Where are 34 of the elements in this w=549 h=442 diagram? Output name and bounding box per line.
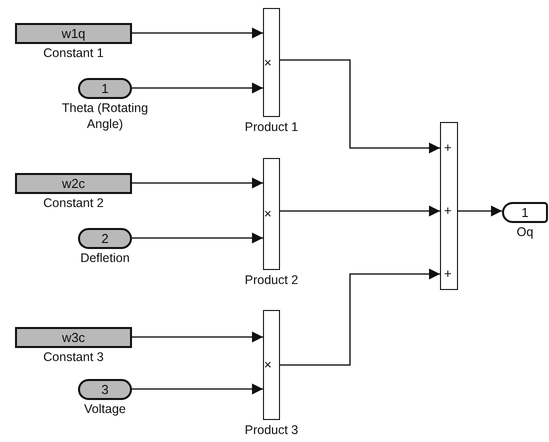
signal-arrow: [132, 332, 263, 342]
port-number: 1: [101, 81, 109, 96]
constant-value: w1q: [62, 26, 86, 41]
block-label: Defletion: [80, 250, 130, 267]
signal-arrow: [132, 28, 263, 38]
signal-arrow: [132, 82, 263, 94]
multiply-sign: ×: [264, 207, 272, 220]
signal-arrow: [280, 206, 440, 216]
block-label: Oq: [516, 224, 534, 241]
signal-arrow: [280, 268, 440, 366]
block-label: Product 3: [244, 422, 298, 439]
block-label: Voltage: [84, 401, 126, 418]
block-label: Theta (Rotating Angle): [60, 100, 150, 132]
block-label: Product 1: [244, 119, 298, 136]
port-number: 2: [101, 231, 109, 246]
block-label: Product 2: [244, 272, 298, 289]
multiply-sign: ×: [264, 56, 272, 68]
port-number: 3: [101, 382, 109, 397]
sum-block: [440, 122, 458, 290]
signal-arrow: [132, 178, 263, 188]
block-label: Constant 2: [43, 195, 104, 212]
plus-sign: +: [444, 204, 452, 217]
multiply-sign: ×: [264, 358, 272, 371]
signal-arrow: [458, 206, 502, 216]
signal-arrow: [280, 59, 440, 154]
signal-arrow: [132, 384, 263, 394]
constant-value: w2c: [62, 176, 86, 191]
constant-value: w3c: [62, 330, 86, 345]
port-number: 1: [521, 205, 529, 220]
plus-sign: +: [444, 267, 452, 280]
signal-arrow: [132, 232, 263, 244]
block-label: Constant 1: [43, 45, 104, 62]
block-label: Constant 3: [43, 349, 104, 366]
plus-sign: +: [444, 141, 452, 154]
